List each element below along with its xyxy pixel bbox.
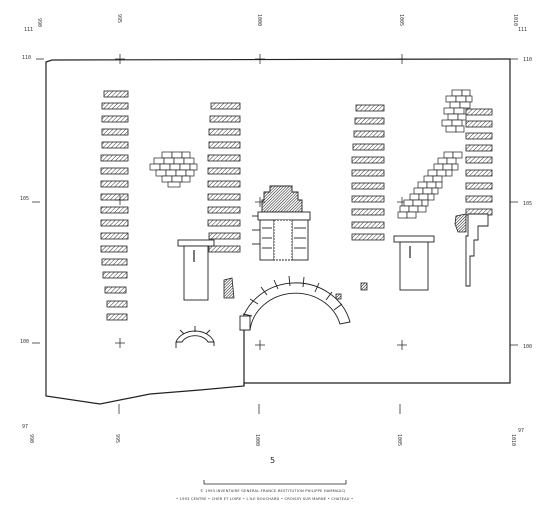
bottom-label-1005: 1005 <box>396 434 402 446</box>
survey-cross <box>255 340 265 350</box>
bottom-label-990: 990 <box>28 434 34 443</box>
top-label-1010: 1010 <box>512 14 518 26</box>
pillar-right <box>393 235 435 291</box>
scale-bar <box>203 480 347 485</box>
masonry-cluster-right <box>441 89 473 133</box>
left-label-110: 110 <box>22 55 31 61</box>
left-label-100: 100 <box>20 339 29 345</box>
dark-fragments <box>223 213 467 300</box>
survey-cross <box>115 54 125 64</box>
bottom-label-995: 995 <box>114 434 120 443</box>
brick-column-1 <box>100 90 129 321</box>
right-label-111: 111 <box>518 27 527 33</box>
sheet-number: 5 <box>270 456 275 465</box>
brick-column-4 <box>465 108 493 216</box>
large-arch <box>239 275 351 331</box>
left-label-111: 111 <box>24 27 33 33</box>
edge-ticks <box>32 58 518 414</box>
right-wall-outline <box>465 213 489 287</box>
survey-cross <box>115 338 125 348</box>
bottom-label-1010: 1010 <box>510 434 516 446</box>
credit-line-1: © 1993 INVENTAIRE GENERAL-FRANCE-RESTITU… <box>200 489 345 493</box>
left-label-105: 105 <box>20 196 29 202</box>
top-axis-labels: 990 995 1000 1005 1010 <box>36 14 518 27</box>
survey-cross <box>397 340 407 350</box>
left-label-97: 97 <box>22 424 28 430</box>
top-label-1005: 1005 <box>398 14 404 26</box>
brick-column-2 <box>207 102 241 253</box>
small-arch <box>175 326 215 348</box>
right-label-110: 110 <box>523 57 532 63</box>
top-label-995: 995 <box>116 14 122 23</box>
bottom-axis-labels: 990 995 1000 1005 1010 <box>28 434 516 446</box>
right-label-105: 105 <box>523 201 532 207</box>
masonry-cluster-left <box>149 151 198 188</box>
right-label-100: 100 <box>523 344 532 350</box>
brick-column-3 <box>351 104 385 241</box>
top-label-1000: 1000 <box>256 14 262 26</box>
bottom-label-1000: 1000 <box>254 434 260 446</box>
right-axis-labels: 111 110 105 100 97 <box>518 27 532 434</box>
right-label-97: 97 <box>518 428 524 434</box>
diagonal-masonry-wall <box>397 151 463 219</box>
pillar-left <box>177 239 215 301</box>
central-structure <box>252 185 311 261</box>
top-label-990: 990 <box>36 18 42 27</box>
credit-line-2: • 1993 CENTRE • CHER ET LOIRE • L'ILE BO… <box>176 497 353 501</box>
left-axis-labels: 111 110 105 100 97 <box>20 27 33 430</box>
